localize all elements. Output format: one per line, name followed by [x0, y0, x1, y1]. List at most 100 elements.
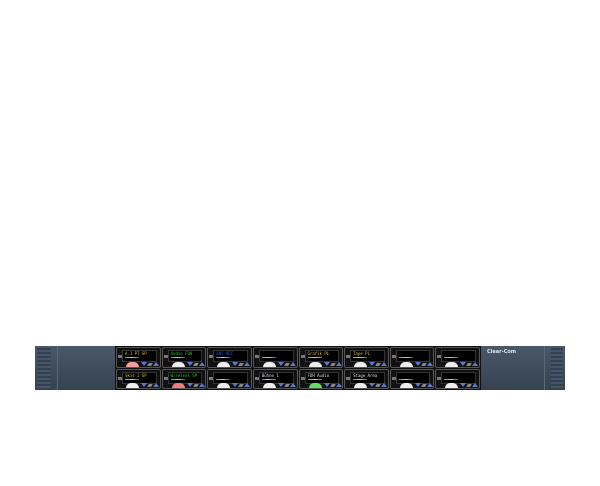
lever-switch[interactable] [391, 376, 396, 380]
lever-switch[interactable] [118, 355, 122, 358]
talk-button[interactable] [399, 361, 413, 367]
key-display [213, 371, 248, 384]
volume-down-icon[interactable] [141, 383, 147, 387]
volume-up-icon[interactable] [198, 361, 205, 366]
volume-down-icon[interactable] [323, 383, 330, 387]
talk-button[interactable] [126, 383, 139, 388]
level-meter [307, 357, 322, 358]
talk-button[interactable] [399, 383, 413, 388]
talk-button[interactable] [308, 383, 322, 388]
listen-button[interactable] [329, 384, 336, 387]
volume-up-icon[interactable] [472, 361, 479, 366]
volume-up-icon[interactable] [198, 383, 205, 387]
listen-button[interactable] [466, 384, 473, 387]
level-meter [261, 378, 276, 380]
volume-up-icon[interactable] [381, 361, 388, 366]
talk-button[interactable] [171, 361, 185, 367]
talk-button[interactable] [217, 361, 231, 367]
volume-up-icon[interactable] [426, 383, 433, 387]
lever-switch[interactable] [254, 355, 259, 358]
lever-switch[interactable] [209, 376, 214, 380]
volume-up-icon[interactable] [244, 361, 251, 366]
volume-up-icon[interactable] [153, 361, 159, 366]
volume-up-icon[interactable] [289, 383, 296, 387]
listen-button[interactable] [147, 362, 153, 366]
key-label: Grafik PL [307, 351, 330, 356]
lever-switch[interactable] [300, 355, 305, 358]
lever-switch[interactable] [346, 376, 351, 380]
talk-button[interactable] [308, 361, 322, 367]
listen-button[interactable] [192, 362, 199, 366]
volume-up-icon[interactable] [335, 383, 342, 387]
lever-switch[interactable] [163, 376, 168, 380]
listen-button[interactable] [192, 384, 199, 387]
listen-button[interactable] [238, 362, 245, 366]
level-meter [125, 378, 139, 380]
talk-button[interactable] [171, 383, 185, 388]
level-meter [444, 378, 459, 380]
volume-up-icon[interactable] [335, 361, 342, 366]
lever-switch[interactable] [300, 376, 305, 380]
listen-button[interactable] [375, 362, 381, 366]
divider [57, 346, 58, 390]
volume-down-icon[interactable] [323, 361, 330, 366]
volume-down-icon[interactable] [277, 383, 284, 387]
volume-down-icon[interactable] [414, 361, 421, 366]
talk-button[interactable] [217, 383, 231, 388]
level-meter [398, 378, 413, 380]
lever-switch[interactable] [254, 376, 259, 380]
volume-down-icon[interactable] [186, 361, 193, 366]
key-module: A.1 PT SP [116, 347, 161, 368]
key-module: Bühne 1 [252, 368, 298, 389]
lever-switch[interactable] [209, 355, 214, 358]
listen-button[interactable] [238, 384, 245, 387]
volume-down-icon[interactable] [277, 361, 284, 366]
volume-down-icon[interactable] [232, 383, 239, 387]
talk-button[interactable] [354, 383, 368, 388]
talk-button[interactable] [354, 361, 368, 367]
volume-down-icon[interactable] [369, 383, 376, 387]
volume-down-icon[interactable] [460, 361, 467, 366]
level-meter [216, 378, 231, 380]
lever-switch[interactable] [437, 376, 442, 380]
key-module [389, 368, 435, 389]
key-display: Grafik PL [304, 350, 340, 362]
lever-switch[interactable] [437, 355, 442, 358]
volume-up-icon[interactable] [426, 361, 433, 366]
key-label: FOH Audio [307, 372, 330, 378]
volume-down-icon[interactable] [369, 361, 376, 366]
talk-button[interactable] [126, 361, 139, 367]
key-display: Audio FOH [167, 350, 203, 362]
listen-button[interactable] [284, 362, 290, 366]
listen-button[interactable] [147, 384, 153, 387]
listen-button[interactable] [375, 384, 381, 387]
volume-up-icon[interactable] [289, 361, 296, 366]
lever-switch[interactable] [163, 355, 168, 358]
volume-up-icon[interactable] [381, 383, 388, 387]
level-meter [353, 357, 368, 358]
talk-button[interactable] [262, 383, 276, 388]
listen-button[interactable] [420, 384, 427, 387]
listen-button[interactable] [329, 362, 336, 366]
volume-down-icon[interactable] [460, 383, 467, 387]
volume-up-icon[interactable] [153, 383, 159, 387]
volume-down-icon[interactable] [141, 361, 147, 366]
listen-button[interactable] [466, 362, 473, 366]
key-module [389, 347, 435, 368]
volume-up-icon[interactable] [244, 383, 251, 387]
volume-down-icon[interactable] [414, 383, 421, 387]
lever-switch[interactable] [118, 376, 122, 380]
volume-down-icon[interactable] [186, 383, 193, 387]
key-display: Stage Area [350, 371, 385, 384]
talk-button[interactable] [445, 383, 459, 388]
listen-button[interactable] [284, 384, 290, 387]
lever-switch[interactable] [391, 355, 396, 358]
level-meter [170, 357, 185, 358]
key-module: Stage Area [344, 368, 389, 389]
volume-down-icon[interactable] [232, 361, 239, 366]
lever-switch[interactable] [346, 355, 351, 358]
talk-button[interactable] [262, 361, 276, 367]
volume-up-icon[interactable] [472, 383, 479, 387]
listen-button[interactable] [420, 362, 427, 366]
talk-button[interactable] [445, 361, 459, 367]
